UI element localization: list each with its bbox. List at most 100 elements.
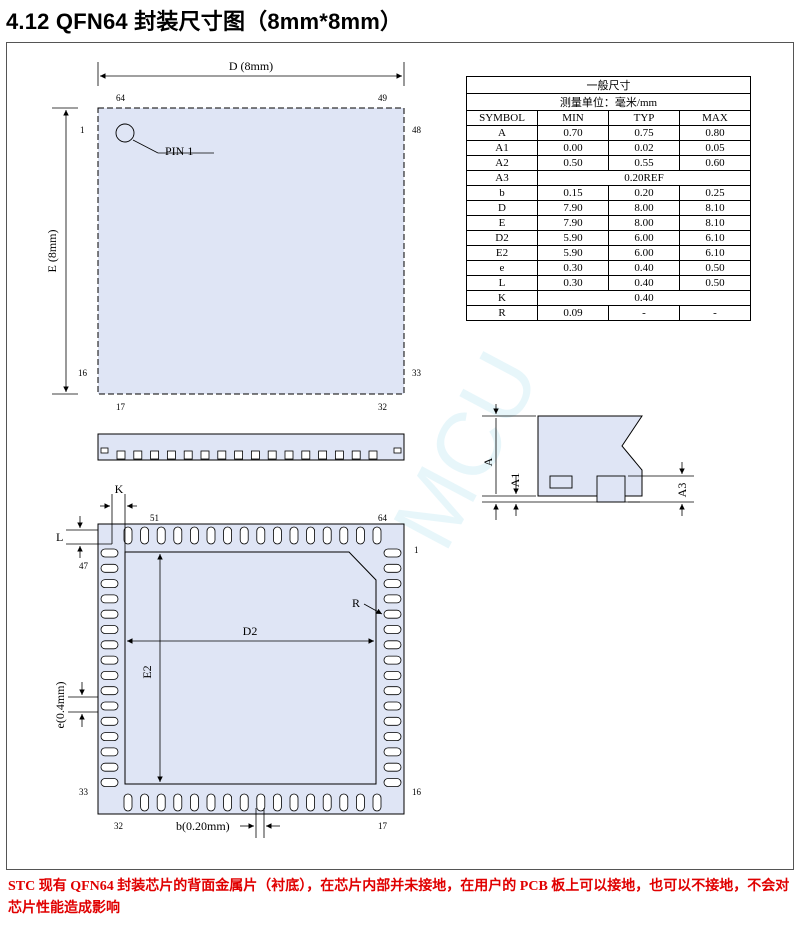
bottom-pad (239, 793, 249, 812)
bottom-pad (140, 793, 150, 812)
bottom-pad (383, 609, 402, 619)
pin-number: 64 (378, 513, 388, 523)
table-cell: 6.00 (608, 245, 680, 261)
bottom-pad (339, 793, 349, 812)
table-cell: 0.40 (608, 275, 680, 291)
bottom-pad (383, 579, 402, 588)
table-cell: 0.40 (537, 290, 751, 306)
bottom-pad (100, 686, 119, 696)
table-header-row: SYMBOL MIN TYP MAX (466, 110, 751, 126)
table-cell: 6.00 (608, 230, 680, 246)
bottom-pad (206, 526, 216, 545)
drawing-frame (6, 42, 794, 870)
table-cell: 6.10 (679, 230, 751, 246)
bottom-pad (206, 793, 216, 812)
table-cell: 5.90 (537, 245, 609, 261)
side-pad (200, 450, 210, 460)
table-cell: 0.30 (537, 275, 609, 291)
b-dimension-label: b(0.20mm) (176, 819, 230, 833)
bottom-pad (383, 548, 402, 558)
bottom-pad (100, 594, 119, 604)
bottom-pad (289, 526, 299, 545)
table-cell: - (679, 305, 751, 321)
pin-number: 33 (412, 368, 422, 378)
bottom-pad (355, 793, 365, 812)
table-unit-row: 测量单位：毫米/mm (466, 93, 751, 111)
table-cell: 0.09 (537, 305, 609, 321)
table-cell: E2 (466, 245, 538, 261)
pin1-marker (115, 123, 135, 143)
table-cell: A2 (466, 155, 538, 171)
bottom-pad (383, 625, 402, 634)
bottom-pad (100, 563, 119, 573)
table-cell: 0.50 (679, 260, 751, 276)
l-dimension-label: L (56, 530, 63, 544)
table-cell: E (466, 215, 538, 231)
table-cell: 0.80 (679, 125, 751, 141)
table-cell: 0.20REF (537, 170, 751, 186)
a3-dimension-label: A3 (675, 483, 689, 498)
bottom-pad (223, 526, 233, 545)
table-cell: K (466, 290, 538, 306)
bottom-pad (100, 671, 119, 680)
bottom-pad (100, 579, 119, 588)
bottom-pad (100, 762, 119, 772)
bottom-pad (306, 793, 316, 812)
side-pad (166, 450, 176, 460)
bottom-pad (239, 526, 249, 545)
table-cell: D2 (466, 230, 538, 246)
table-cell: 8.00 (608, 215, 680, 231)
bottom-pad (223, 793, 233, 812)
bottom-pad (383, 778, 402, 787)
bottom-pad (372, 526, 382, 545)
pin-number: 16 (412, 787, 422, 797)
pin-number: 51 (150, 513, 159, 523)
table-title: 一般尺寸 (466, 76, 751, 94)
side-pad (334, 450, 344, 460)
table-cell: 0.50 (679, 275, 751, 291)
table-cell: R (466, 305, 538, 321)
top-view-body (97, 107, 405, 395)
bottom-pad (383, 655, 402, 665)
side-pad (284, 450, 294, 460)
column-header: TYP (608, 110, 680, 126)
d-dimension-label: D (8mm) (229, 59, 273, 73)
table-cell: 0.50 (537, 155, 609, 171)
exposed-pad (124, 551, 377, 785)
bottom-pad (140, 526, 150, 545)
bottom-pad (100, 625, 119, 634)
e-dimension-label: E (8mm) (45, 230, 59, 273)
side-view-detail: A A1 A3 (481, 404, 694, 520)
pin-number: 64 (116, 93, 126, 103)
table-cell: 0.25 (679, 185, 751, 201)
table-cell: 7.90 (537, 200, 609, 216)
table-cell: 0.05 (679, 140, 751, 156)
pin-number: 1 (80, 125, 85, 135)
side-pad (234, 450, 244, 460)
side-pad (150, 450, 160, 460)
side-pad (393, 447, 402, 454)
table-cell: - (608, 305, 680, 321)
bottom-pad (173, 526, 183, 545)
side-pad (301, 450, 311, 460)
side-pad (183, 450, 193, 460)
bottom-pad (189, 526, 199, 545)
substrate-note: STC 现有 QFN64 封装芯片的背面金属片（衬底），在芯片内部并未接地，在用… (8, 879, 790, 916)
bottom-pad (383, 594, 402, 604)
bottom-pad (156, 526, 166, 545)
bottom-pad (100, 732, 119, 741)
pin1-label: PIN 1 (165, 144, 193, 158)
table-cell: 0.55 (608, 155, 680, 171)
side-pad (250, 450, 260, 460)
bottom-pad (100, 716, 119, 726)
